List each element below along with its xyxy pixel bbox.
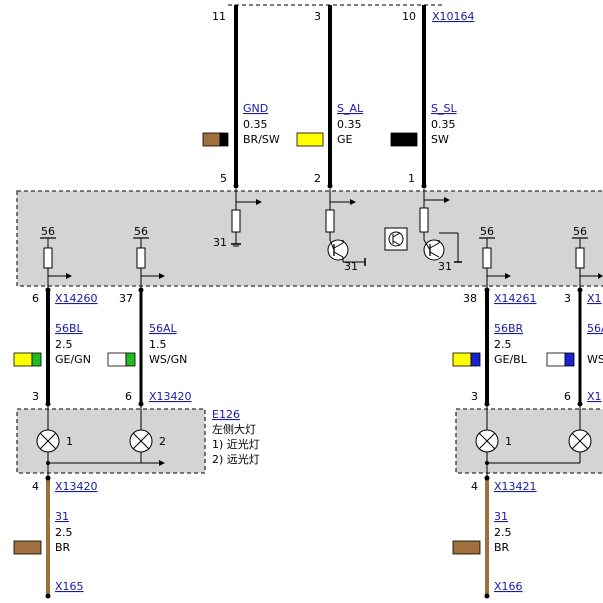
terminal-56-label: 56: [573, 225, 587, 238]
wire-color-code: BR: [494, 541, 510, 554]
color-swatch-br-sw: [202, 132, 229, 147]
transistor-s-al: [325, 189, 366, 266]
wire-color-code: SW: [431, 133, 449, 146]
wire-gauge: 0.35: [243, 118, 268, 131]
connector-link-x13420[interactable]: X13420: [149, 390, 192, 403]
wire-gauge: 0.35: [431, 118, 456, 131]
connector-link-x14261[interactable]: X14261: [494, 292, 537, 305]
module-ground-circuit: [231, 189, 262, 247]
module-pin-label: 3: [564, 292, 571, 305]
top-wires: [233, 5, 427, 189]
lamp-icon: [48, 406, 165, 466]
signal-link-s-sl[interactable]: S_SL: [431, 102, 457, 115]
component-item: 2) 远光灯: [212, 452, 260, 466]
transistor-s-sl: [419, 189, 462, 263]
module-pin-label: 37: [119, 292, 133, 305]
transistor-symbol-icon: [384, 227, 408, 251]
signal-link-56bl[interactable]: 56BL: [55, 322, 84, 335]
ground-pin-label: 4: [471, 480, 478, 493]
wire-color-code: WS/GN: [149, 353, 187, 366]
top-pin-label: 10: [402, 10, 416, 23]
module-pin-label: 1: [408, 172, 415, 185]
top-pin-label: 11: [212, 10, 226, 23]
lamp-number: 2: [159, 435, 166, 448]
color-swatch-br: [452, 540, 481, 555]
color-swatch-ws-bl: [546, 352, 575, 367]
ground-pin-label: 4: [32, 480, 39, 493]
lamp-number: 1: [66, 435, 73, 448]
signal-link-31-left[interactable]: 31: [55, 510, 69, 523]
color-swatch-sw: [390, 132, 418, 147]
lamp-pin-label: 3: [32, 390, 39, 403]
signal-link-56al[interactable]: 56AL: [149, 322, 178, 335]
ground-wires: [45, 475, 490, 599]
component-item: 1) 近光灯: [212, 437, 260, 451]
lamp-number: 1: [505, 435, 512, 448]
terminal-56-label: 56: [480, 225, 494, 238]
signal-link-56br[interactable]: 56BR: [494, 322, 524, 335]
terminal-56-label: 56: [134, 225, 148, 238]
wire-gauge: 2.5: [55, 526, 73, 539]
wire-color-code: WS: [587, 353, 603, 366]
terminal-56-label: 56: [41, 225, 55, 238]
connector-link-x10164[interactable]: X10164: [432, 10, 475, 23]
connector-link-partial[interactable]: X1: [587, 292, 602, 305]
wire-color-code: GE/GN: [55, 353, 91, 366]
lamp-icon: [487, 406, 592, 464]
color-swatch-br: [13, 540, 42, 555]
ground-label: 31: [438, 260, 452, 273]
lamp-icon: [36, 406, 60, 490]
module-pin-label: 5: [220, 172, 227, 185]
terminal-56-resistors: [40, 237, 603, 290]
wire-gauge: 0.35: [337, 118, 362, 131]
connector-link-x13421[interactable]: X13421: [494, 480, 537, 493]
junction-dot: [485, 461, 489, 465]
color-swatch-ws-gn: [107, 352, 136, 367]
ground-point-link-x166[interactable]: X166: [494, 580, 523, 593]
junction-dot: [46, 461, 50, 465]
wire-color-code: GE: [337, 133, 353, 146]
lamp-pin-label: 3: [471, 390, 478, 403]
module-pin-label: 2: [314, 172, 321, 185]
signal-link-gnd[interactable]: GND: [243, 102, 268, 115]
lamp-pin-label: 6: [125, 390, 132, 403]
control-module: [16, 190, 603, 287]
connector-link-x13420-ground[interactable]: X13420: [55, 480, 98, 493]
connector-link-partial[interactable]: X1: [587, 390, 602, 403]
pin-dot: [327, 183, 333, 189]
wire-gauge: 2.5: [494, 338, 512, 351]
lower-wires: [45, 287, 583, 407]
color-swatch-ge-bl: [452, 352, 481, 367]
wire-color-code: GE/BL: [494, 353, 528, 366]
ground-label: 31: [344, 260, 358, 273]
wire-gauge: 2.5: [494, 526, 512, 539]
color-swatch-ge-gn: [13, 352, 42, 367]
top-pin-label: 3: [314, 10, 321, 23]
component-link-e126[interactable]: E126: [212, 408, 240, 421]
wire-gauge: 2.5: [55, 338, 73, 351]
pin-dot: [233, 183, 239, 189]
signal-link-31-right[interactable]: 31: [494, 510, 508, 523]
component-name: 左侧大灯: [212, 422, 256, 436]
wire-color-code: BR: [55, 541, 71, 554]
signal-link-s-al[interactable]: S_AL: [337, 102, 364, 115]
module-pin-label: 6: [32, 292, 39, 305]
module-pin-label: 38: [463, 292, 477, 305]
pin-dot: [421, 183, 427, 189]
signal-link-56a-partial[interactable]: 56A: [587, 322, 603, 335]
connector-link-x14260[interactable]: X14260: [55, 292, 98, 305]
ground-point-link-x165[interactable]: X165: [55, 580, 84, 593]
color-swatch-ge: [296, 132, 324, 147]
lamp-pin-label: 6: [564, 390, 571, 403]
ground-label: 31: [213, 236, 227, 249]
wire-color-code: BR/SW: [243, 133, 280, 146]
wire-gauge: 1.5: [149, 338, 167, 351]
